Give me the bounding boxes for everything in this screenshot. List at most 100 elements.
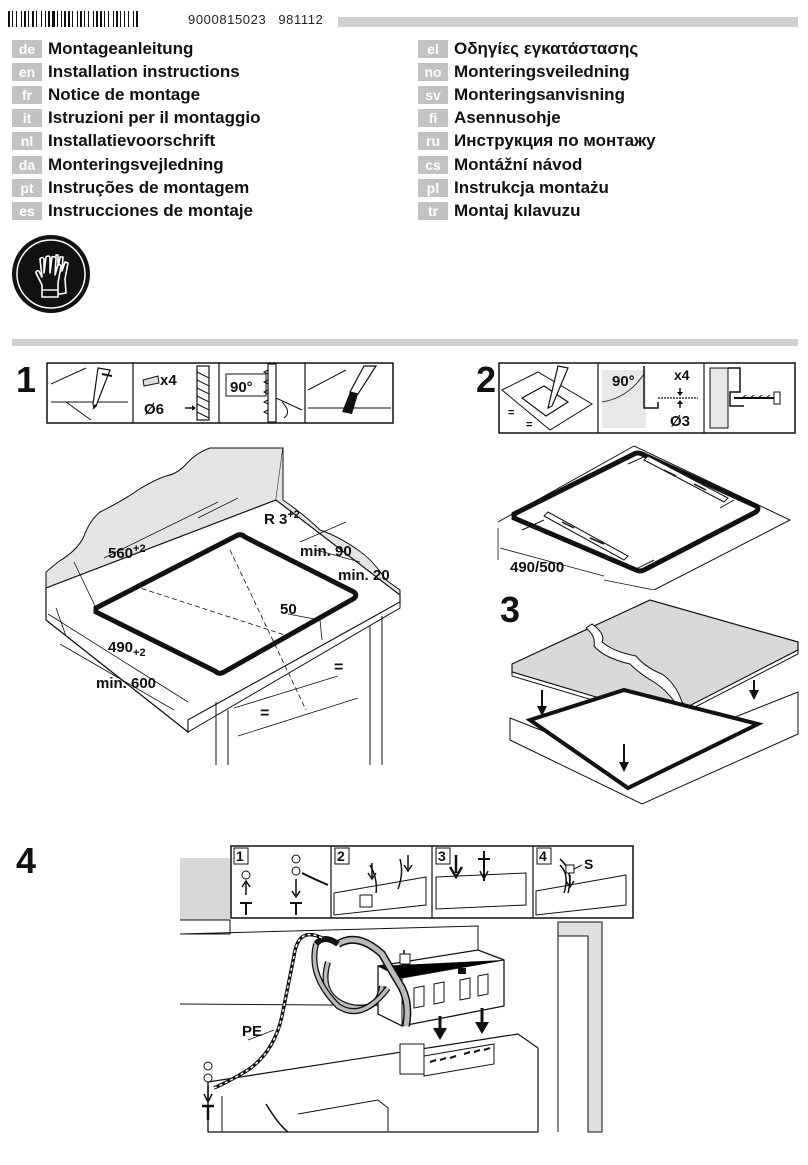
strain-relief-icon: S bbox=[535, 856, 627, 916]
step3-hob-insertion-diagram bbox=[506, 594, 802, 810]
angle-label: 90° bbox=[230, 379, 253, 396]
step2-tools-panel: = = 90° x4 Ø3 bbox=[498, 362, 796, 434]
language-code-badge: de bbox=[12, 39, 42, 58]
language-code-badge: sv bbox=[418, 85, 448, 104]
language-title: Montážní návod bbox=[454, 154, 583, 174]
dim-50: 50 bbox=[280, 601, 297, 618]
language-title: Monteringsvejledning bbox=[48, 154, 224, 174]
language-code-badge: fi bbox=[418, 109, 448, 128]
language-code-badge: en bbox=[12, 62, 42, 81]
language-code-badge: no bbox=[418, 62, 448, 81]
marking-pen-icon-2 bbox=[501, 365, 593, 431]
language-code-badge: ru bbox=[418, 132, 448, 151]
svg-text:R 3+2: R 3+2 bbox=[264, 509, 300, 528]
bracket-angle-icon: 90° x4 Ø3 bbox=[601, 366, 698, 430]
step-2-number: 2 bbox=[476, 359, 497, 400]
screws-drill-icon: x4 Ø6 bbox=[142, 365, 210, 421]
sub-step-2: 2 bbox=[337, 848, 345, 864]
x4-label-2: x4 bbox=[674, 367, 690, 383]
x4-label: x4 bbox=[160, 372, 177, 389]
language-title: Instruções de montagem bbox=[48, 177, 250, 197]
language-row-pt: pt Instruções de montagem bbox=[12, 176, 261, 199]
language-row-fi: fi Asennusohje bbox=[418, 107, 656, 130]
document-number: 9000815023 981112 bbox=[188, 12, 323, 27]
step2-brackets-diagram: 490/500 bbox=[494, 442, 794, 590]
language-row-ru: ru Инструкция по монтажу bbox=[418, 130, 656, 153]
doc-date: 981112 bbox=[278, 12, 324, 27]
language-row-no: no Monteringsveiledning bbox=[418, 60, 656, 83]
language-title: Installation instructions bbox=[48, 61, 240, 81]
language-row-es: es Instrucciones de montaje bbox=[12, 199, 261, 222]
language-title: Instrucciones de montaje bbox=[48, 200, 253, 220]
section-rule bbox=[12, 339, 798, 346]
s-label: S bbox=[584, 856, 593, 872]
language-code-badge: es bbox=[12, 201, 42, 220]
terminal-box-insert-icon bbox=[435, 851, 527, 910]
terminal-box-open-icon bbox=[333, 855, 427, 916]
angle-label-2: 90° bbox=[612, 373, 635, 390]
pe-label: PE bbox=[242, 1023, 262, 1040]
equal-mark-b: = bbox=[526, 419, 532, 431]
language-code-badge: nl bbox=[12, 132, 42, 151]
step-1-number: 1 bbox=[16, 359, 37, 400]
svg-text:490+2: 490+2 bbox=[108, 639, 146, 659]
dim-560-tol: +2 bbox=[133, 543, 146, 555]
equal-mark-2: = bbox=[260, 705, 269, 722]
language-title: Installatievoorschrift bbox=[48, 131, 216, 151]
sealant-brush-icon bbox=[307, 365, 391, 414]
header-rule bbox=[338, 17, 798, 27]
language-code-badge: it bbox=[12, 109, 42, 128]
language-code-badge: pt bbox=[12, 178, 42, 197]
sub-step-3: 3 bbox=[438, 848, 446, 864]
drill-size-label-2: Ø3 bbox=[670, 413, 690, 430]
dim-min20: min. 20 bbox=[338, 567, 390, 584]
dim-490: 490 bbox=[108, 639, 133, 656]
language-code-badge: pl bbox=[418, 178, 448, 197]
language-row-el: el Οδηγίες εγκατάστασης bbox=[418, 37, 656, 60]
language-row-en: en Installation instructions bbox=[12, 60, 261, 83]
language-title: Istruzioni per il montaggio bbox=[48, 108, 261, 128]
marking-pen-icon bbox=[50, 367, 128, 421]
dim-min90: min. 90 bbox=[300, 543, 352, 560]
sub-step-4: 4 bbox=[539, 848, 547, 864]
jigsaw-angle-icon: 90° bbox=[225, 363, 303, 423]
dim-490-tol: +2 bbox=[133, 647, 146, 659]
language-title: Monteringsanvisning bbox=[454, 84, 625, 104]
dim-radius-tol: +2 bbox=[287, 509, 300, 521]
step4-connection-panel: 1 2 3 4 bbox=[230, 845, 634, 919]
language-row-sv: sv Monteringsanvisning bbox=[418, 83, 656, 106]
language-title: Notice de montage bbox=[48, 84, 201, 104]
dim-radius: R 3 bbox=[264, 511, 287, 528]
equal-mark-a: = bbox=[508, 407, 514, 419]
language-code-badge: fr bbox=[12, 85, 42, 104]
language-row-it: it Istruzioni per il montaggio bbox=[12, 107, 261, 130]
wear-gloves-icon bbox=[12, 235, 90, 313]
sub-step-1: 1 bbox=[236, 848, 244, 864]
language-title: Instrukcja montażu bbox=[454, 177, 609, 197]
language-title: Οδηγίες εγκατάστασης bbox=[454, 38, 639, 58]
language-row-fr: fr Notice de montage bbox=[12, 83, 261, 106]
doc-number: 9000815023 bbox=[188, 12, 267, 27]
language-title: Asennusohje bbox=[454, 108, 561, 128]
dim-560: 560 bbox=[108, 545, 133, 562]
step4-wiring-diagram: PE bbox=[178, 856, 606, 1136]
language-code-badge: el bbox=[418, 39, 448, 58]
language-row-cs: cs Montážní návod bbox=[418, 153, 656, 176]
language-row-nl: nl Installatievoorschrift bbox=[12, 130, 261, 153]
svg-text:560+2: 560+2 bbox=[108, 543, 146, 562]
dim-490-500: 490/500 bbox=[510, 559, 564, 576]
earth-screw-icon bbox=[240, 854, 329, 915]
language-title: Инструкция по монтажу bbox=[454, 131, 656, 151]
equal-mark-1: = bbox=[334, 659, 343, 676]
step-3-number: 3 bbox=[500, 589, 521, 630]
step1-cutout-diagram: R 3+2 560+2 min. 90 min. 20 50 490+2 min… bbox=[38, 440, 410, 770]
language-title: Monteringsveiledning bbox=[454, 61, 630, 81]
language-code-badge: cs bbox=[418, 155, 448, 174]
step1-tools-panel: x4 Ø6 90° bbox=[46, 362, 394, 424]
barcode bbox=[8, 11, 175, 27]
language-row-pl: pl Instrukcja montażu bbox=[418, 176, 656, 199]
language-code-badge: da bbox=[12, 155, 42, 174]
